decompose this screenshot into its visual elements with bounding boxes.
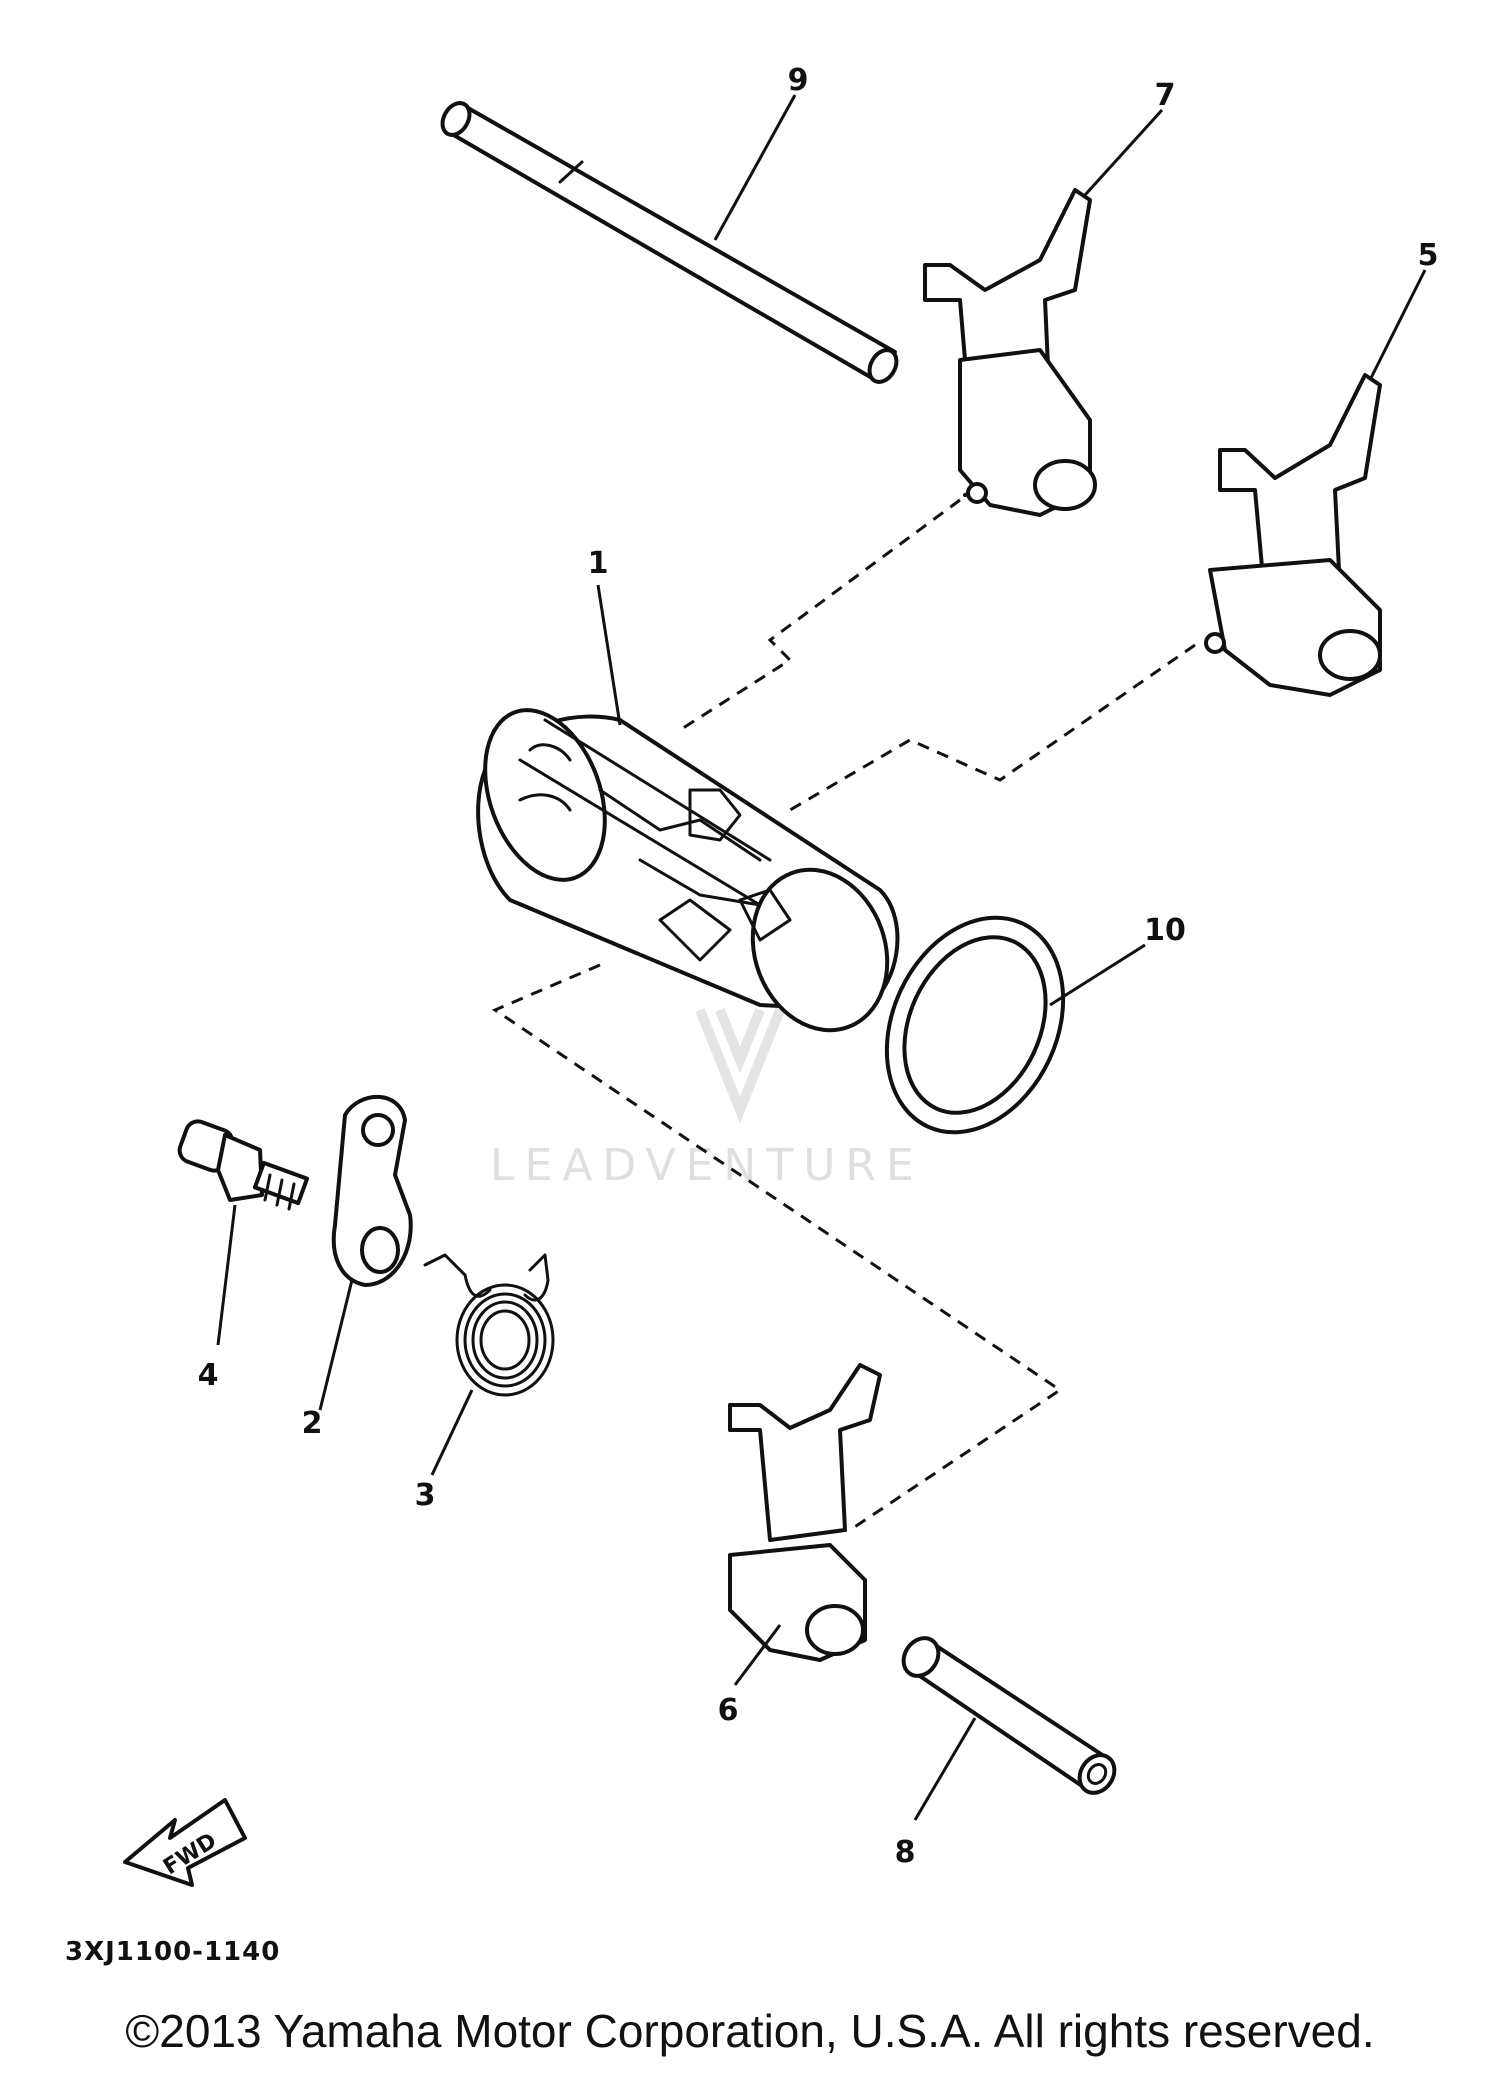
copyright-notice: ©2013 Yamaha Motor Corporation, U.S.A. A…: [125, 2005, 1375, 2057]
callout-2: 2: [302, 1406, 323, 1441]
stopper-lever: [331, 1094, 413, 1287]
shift-fork-right: [1204, 373, 1382, 697]
callout-8: 8: [895, 1835, 916, 1870]
spring: [423, 1253, 555, 1397]
callout-3: 3: [415, 1478, 436, 1513]
diagram-code: 3XJ1100-1140: [65, 1937, 280, 1967]
callout-7: 7: [1155, 78, 1176, 113]
assembly-lines: [491, 498, 1196, 1532]
callouts: 1 2 3 4 5 6 7 8 9 10: [198, 63, 1439, 1870]
callout-9: 9: [788, 63, 809, 98]
washer: [884, 915, 1066, 1135]
shift-fork-lower: [728, 1363, 882, 1662]
shift-drum: [476, 708, 900, 1033]
watermark-logo-icon: [695, 1008, 785, 1124]
watermark-text: LEADVENTURE: [490, 1140, 924, 1191]
shift-shaft-long: [440, 101, 899, 384]
shift-fork-upper: [923, 188, 1097, 517]
callout-4: 4: [198, 1358, 219, 1393]
callout-10: 10: [1144, 913, 1186, 948]
bolt: [177, 1119, 310, 1211]
watermark: LEADVENTURE: [490, 1008, 924, 1191]
shift-shaft-short: [901, 1636, 1117, 1795]
callout-6: 6: [718, 1693, 739, 1728]
callout-1: 1: [588, 546, 609, 581]
leader-lines: [216, 94, 1427, 1821]
fwd-arrow: FWD: [123, 1798, 247, 1887]
callout-5: 5: [1418, 238, 1439, 273]
